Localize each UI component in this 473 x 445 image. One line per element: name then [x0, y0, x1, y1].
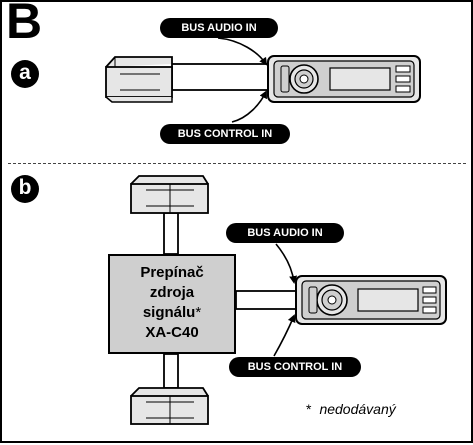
cable-a [171, 63, 269, 91]
label-bus-control-in-b: BUS CONTROL IN [229, 357, 361, 377]
head-unit-a [267, 55, 421, 103]
source-selector-box: Prepínač zdroja signálu* XA-C40 [108, 254, 236, 354]
footnote: * nedodávaný [306, 401, 396, 417]
label-bus-audio-in-a: BUS AUDIO IN [160, 18, 278, 38]
section-divider [8, 163, 466, 164]
arrow-bus-control-a [231, 90, 267, 123]
selector-line-4: XA-C40 [145, 324, 199, 341]
cd-changer-b-top [130, 175, 209, 214]
badge-a: a [11, 60, 39, 88]
selector-line-3: signálu* [110, 303, 234, 323]
head-unit-b [295, 275, 447, 325]
selector-asterisk: * [195, 304, 202, 321]
arrow-bus-audio-b [275, 243, 298, 284]
badge-b: b [11, 175, 39, 203]
footnote-mark: * [306, 401, 312, 417]
cable-b-bottom [163, 353, 179, 389]
label-bus-control-in-a: BUS CONTROL IN [160, 124, 290, 144]
arrow-bus-control-b [273, 314, 296, 357]
selector-line-1: Prepínač [140, 264, 204, 281]
label-bus-audio-in-b: BUS AUDIO IN [226, 223, 344, 243]
selector-line-3-text: signálu [142, 304, 196, 321]
panel-letter: B [6, 0, 42, 49]
footnote-text: nedodávaný [319, 401, 396, 417]
cable-b-top [163, 212, 179, 255]
selector-line-2: zdroja [149, 284, 195, 301]
cd-changer-b-bottom [130, 387, 209, 425]
cd-changer-a [105, 56, 173, 103]
cable-b-horizontal [235, 290, 297, 310]
frame-top-border [0, 0, 473, 2]
arrow-bus-audio-a [217, 37, 268, 66]
